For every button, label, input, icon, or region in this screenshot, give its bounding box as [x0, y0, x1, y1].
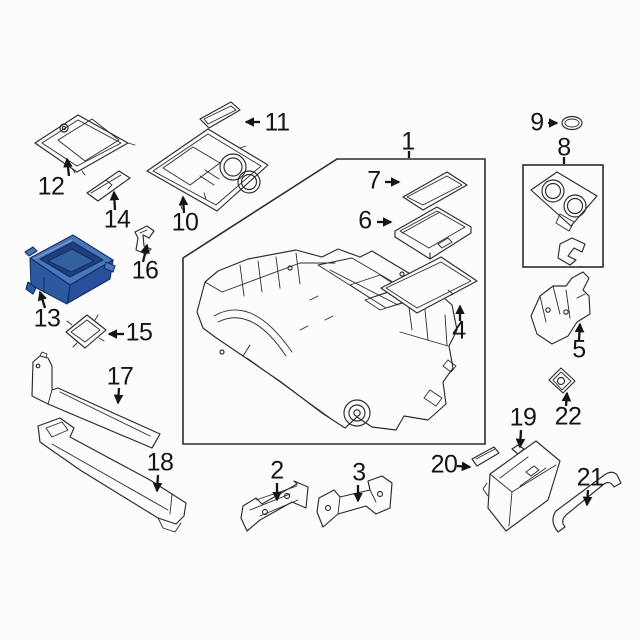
part-9-seal-ring[interactable]	[561, 115, 583, 131]
callout-3[interactable]: 3	[352, 458, 366, 487]
part-2-bracket[interactable]	[240, 480, 309, 532]
part-17-side-trim[interactable]	[31, 351, 161, 449]
callout-19[interactable]: 19	[509, 403, 537, 432]
callout-18[interactable]: 18	[146, 448, 174, 477]
callout-2[interactable]: 2	[270, 456, 284, 485]
callout-10[interactable]: 10	[171, 208, 199, 237]
callout-11[interactable]: 11	[264, 108, 290, 137]
callout-14[interactable]: 14	[103, 205, 131, 234]
callout-1[interactable]: 1	[401, 127, 415, 156]
callout-22[interactable]: 22	[554, 402, 582, 431]
part-11-trim-strip[interactable]	[199, 101, 241, 129]
part-6-tray[interactable]	[394, 206, 472, 260]
part-15-insert-pad[interactable]	[65, 314, 107, 349]
callout-15[interactable]: 15	[125, 318, 153, 347]
callout-20[interactable]: 20	[430, 450, 458, 479]
callout-5[interactable]: 5	[572, 335, 586, 364]
part-13-utility-bin-highlighted[interactable]	[24, 234, 116, 305]
part-20-trim-strip[interactable]	[471, 446, 500, 467]
part-8-frame-box	[522, 164, 604, 268]
part-4-rubber-mat[interactable]	[380, 256, 478, 314]
part-21-hook-trim[interactable]	[552, 471, 622, 533]
leader-lines	[37, 117, 593, 507]
part-5-side-bracket[interactable]	[530, 271, 591, 345]
part-18-lower-trim[interactable]	[37, 417, 187, 533]
callout-4[interactable]: 4	[452, 316, 466, 345]
callout-6[interactable]: 6	[358, 206, 372, 235]
callout-9[interactable]: 9	[530, 108, 544, 137]
callout-7[interactable]: 7	[367, 166, 381, 195]
callout-8[interactable]: 8	[557, 133, 571, 162]
callout-12[interactable]: 12	[37, 172, 65, 201]
callout-17[interactable]: 17	[106, 362, 134, 391]
part-1-frame-box	[182, 158, 486, 445]
part-22-bezel[interactable]	[548, 367, 576, 394]
callout-16[interactable]: 16	[131, 256, 159, 285]
part-10-top-panel[interactable]	[146, 128, 269, 212]
callout-13[interactable]: 13	[33, 304, 61, 333]
part-16-clip[interactable]	[134, 225, 155, 255]
part-14-strip[interactable]	[86, 170, 131, 202]
part-12-lid-tray[interactable]	[34, 114, 136, 176]
part-8-cupholder-insert[interactable]	[530, 171, 598, 266]
callout-21[interactable]: 21	[576, 463, 604, 492]
part-7-liner-mat[interactable]	[402, 171, 468, 211]
